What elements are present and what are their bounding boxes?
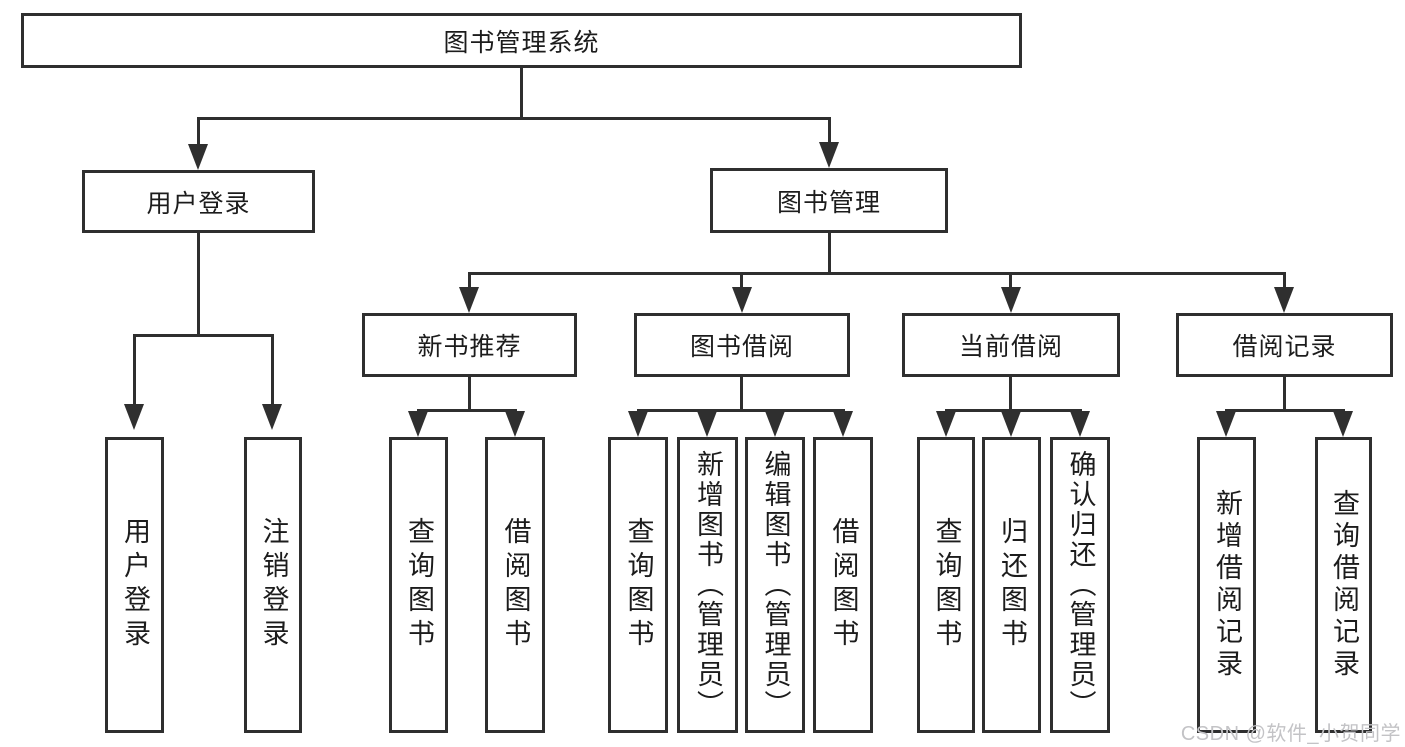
node-edit-books-admin: 编辑图书（管理员） [745,437,805,733]
arrowhead-icon [408,411,428,437]
node-confirm-return-admin: 确认归还（管理员） [1050,437,1110,733]
connector-line [740,377,743,410]
node-label: 查询借阅记录 [1329,489,1359,681]
node-add-borrow-record: 新增借阅记录 [1197,437,1256,733]
connector-line [1009,377,1012,410]
node-label: 用户登录 [146,189,251,218]
connector-line [468,377,471,410]
connector-line [520,68,523,118]
node-query-books-current: 查询图书 [917,437,975,733]
node-logout: 注销登录 [244,437,302,733]
node-borrow-books-borrow: 借阅图书 [813,437,873,733]
node-label: 编辑图书（管理员） [760,450,791,720]
node-label: 借阅记录 [1232,333,1337,361]
arrowhead-icon [188,144,208,170]
arrowhead-icon [628,411,648,437]
arrowhead-icon [833,411,853,437]
node-book-management: 图书管理 [710,168,948,233]
arrowhead-icon [1216,411,1236,437]
node-label: 查询图书 [623,517,654,653]
arrowhead-icon [732,287,752,313]
connector-line [417,409,517,412]
arrowhead-icon [459,287,479,313]
connector-line [197,117,831,120]
node-label: 图书管理系统 [443,28,600,57]
node-label: 借阅图书 [500,517,531,653]
node-user-login-action: 用户登录 [105,437,164,733]
connector-line [197,117,200,147]
node-user-login: 用户登录 [82,170,315,233]
node-query-books-recommend: 查询图书 [389,437,448,733]
arrowhead-icon [1274,287,1294,313]
connector-line [945,409,1082,412]
arrowhead-icon [1001,287,1021,313]
node-query-books-borrow: 查询图书 [608,437,668,733]
connector-line [468,272,471,288]
node-return-books: 归还图书 [982,437,1041,733]
connector-line [740,272,743,288]
node-label: 新书推荐 [417,333,522,361]
connector-line [197,233,200,335]
connector-line [828,233,831,273]
connector-line [1283,272,1286,288]
connector-line [133,334,274,337]
connector-line [637,409,845,412]
node-label: 用户登录 [120,517,150,653]
csdn-watermark: CSDN @软件_小贺同学 [1180,723,1401,745]
arrowhead-icon [1333,411,1353,437]
connector-line [133,334,136,406]
arrowhead-icon [124,404,144,430]
node-add-books-admin: 新增图书（管理员） [677,437,738,733]
connector-line [1283,377,1286,410]
node-label: 图书借阅 [689,333,794,361]
node-book-borrow: 图书借阅 [634,313,850,377]
node-label: 查询图书 [404,517,434,653]
connector-line [1009,272,1012,288]
arrowhead-icon [1001,411,1021,437]
node-label: 注销登录 [258,517,289,653]
node-label: 确认归还（管理员） [1065,450,1096,720]
node-label: 新增借阅记录 [1212,489,1242,681]
connector-line [271,334,274,406]
node-label: 当前借阅 [958,333,1063,361]
connector-line [828,117,831,145]
node-label: 借阅图书 [828,517,859,653]
node-root: 图书管理系统 [21,13,1022,68]
connector-line [1225,409,1345,412]
node-current-borrow: 当前借阅 [902,313,1120,377]
arrowhead-icon [936,411,956,437]
node-label: 图书管理 [776,188,881,217]
node-label: 查询图书 [931,517,962,653]
arrowhead-icon [819,142,839,168]
node-new-book-recommend: 新书推荐 [362,313,577,377]
node-label: 新增图书（管理员） [693,450,723,720]
arrowhead-icon [765,411,785,437]
arrowhead-icon [1070,411,1090,437]
arrowhead-icon [505,411,525,437]
arrowhead-icon [697,411,717,437]
node-query-borrow-record: 查询借阅记录 [1315,437,1372,733]
arrowhead-icon [262,404,282,430]
node-borrow-books-recommend: 借阅图书 [485,437,545,733]
node-label: 归还图书 [997,517,1027,653]
connector-line [468,272,1286,275]
node-borrow-records: 借阅记录 [1176,313,1393,377]
